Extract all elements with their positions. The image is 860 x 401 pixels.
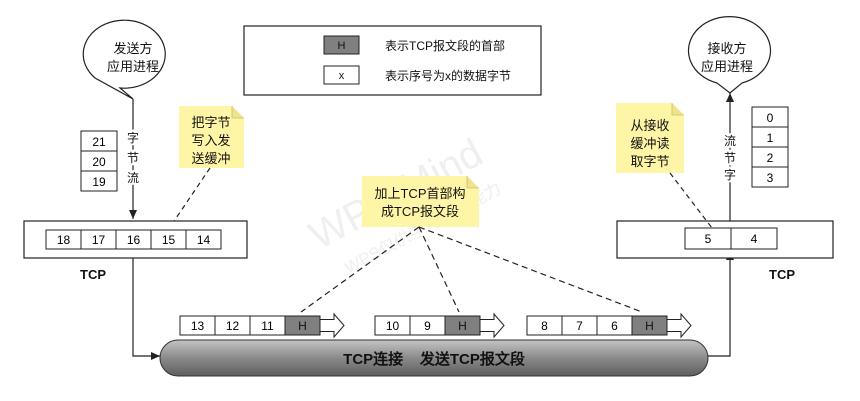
svg-text:成TCP报文段: 成TCP报文段 — [381, 204, 459, 219]
sender-send-buffer: 18 17 16 15 14 — [45, 229, 222, 250]
segment-byte: 10 — [386, 319, 400, 333]
sender-buffer-byte: 18 — [57, 233, 71, 247]
svg-text:从接收: 从接收 — [630, 118, 669, 133]
sender-process-line1: 发送方 — [113, 41, 152, 56]
receiver-stream-byte: 2 — [767, 151, 774, 165]
segment-byte: 6 — [611, 319, 618, 333]
svg-text:加上TCP首部构: 加上TCP首部构 — [374, 186, 465, 201]
svg-text:缓冲读: 缓冲读 — [630, 136, 669, 151]
legend-header-swatch-label: H — [338, 40, 346, 52]
segment-byte: 7 — [576, 319, 583, 333]
middle-note-pointers — [300, 226, 643, 313]
svg-text:送缓冲: 送缓冲 — [191, 151, 230, 166]
legend-byte-desc: 表示序号为x的数据字节 — [385, 68, 511, 83]
svg-text:字: 字 — [127, 130, 139, 145]
sender-to-connection-arrow — [132, 258, 160, 360]
sender-stream-bytes: 21 20 19 — [80, 130, 118, 192]
svg-text:H: H — [458, 319, 467, 333]
sender-stream-byte: 20 — [92, 155, 106, 169]
sender-tcp-label: TCP — [80, 267, 106, 282]
svg-text:流: 流 — [724, 134, 736, 148]
receiver-stream-byte: 1 — [767, 131, 774, 145]
legend-header-desc: 表示TCP报文段的首部 — [385, 38, 505, 53]
segment-direction-arrow — [319, 312, 345, 339]
receiver-stream-byte: 3 — [767, 171, 774, 185]
tcp-connection-pipe: TCP连接 发送TCP报文段 — [159, 339, 709, 377]
tcp-segment: 10 9 H — [374, 312, 505, 339]
svg-text:把字节: 把字节 — [191, 115, 230, 130]
segment-byte: 8 — [541, 319, 548, 333]
receiver-note: 从接收 缓冲读 取字节 — [616, 103, 684, 173]
receiver-buffer-byte: 5 — [705, 232, 712, 246]
svg-text:H: H — [298, 319, 307, 333]
tcp-connection-label: TCP连接 发送TCP报文段 — [343, 350, 525, 368]
receiver-process-line2: 应用进程 — [701, 59, 753, 74]
svg-text:取字节: 取字节 — [630, 154, 669, 169]
legend-header-swatch — [323, 35, 360, 55]
segment-byte: 12 — [226, 319, 240, 333]
svg-text:字: 字 — [724, 167, 736, 182]
receiver-process-bubble: 接收方 应用进程 — [687, 16, 772, 94]
receiver-process-line1: 接收方 — [707, 41, 746, 56]
legend: H 表示TCP报文段的首部 x 表示序号为x的数据字节 — [243, 25, 542, 96]
receiver-stream-byte: 0 — [767, 111, 774, 125]
segment-direction-arrow — [666, 312, 692, 339]
sender-note: 把字节 写入发 送缓冲 — [179, 106, 244, 168]
segment-byte: 9 — [424, 319, 431, 333]
svg-text:写入发: 写入发 — [191, 133, 230, 148]
connection-to-receiver-arrow — [708, 251, 734, 357]
sender-stream-byte: 19 — [92, 175, 106, 189]
svg-text:节: 节 — [724, 151, 736, 165]
sender-stream-label: 字 节 流 — [125, 128, 141, 187]
receiver-note-pointer — [669, 172, 713, 229]
sender-stream-byte: 21 — [92, 135, 106, 149]
svg-text:节: 节 — [127, 151, 139, 165]
receiver-receive-buffer: 5 4 — [684, 227, 778, 250]
middle-note: 加上TCP首部构 成TCP报文段 — [362, 176, 479, 227]
receiver-buffer-byte: 4 — [751, 232, 758, 246]
svg-text:H: H — [645, 319, 654, 333]
receiver-tcp-label: TCP — [769, 267, 795, 282]
sender-buffer-byte: 17 — [92, 233, 106, 247]
segment-direction-arrow — [479, 312, 505, 339]
sender-note-pointer — [167, 167, 211, 231]
receiver-stream-bytes: 0 1 2 3 — [751, 106, 789, 188]
sender-buffer-byte: 16 — [127, 233, 141, 247]
sender-process-line2: 应用进程 — [107, 59, 159, 74]
segment-byte: 11 — [261, 319, 274, 333]
segment-byte: 13 — [191, 319, 205, 333]
tcp-segment: 8 7 6 H — [526, 312, 692, 339]
tcp-segment: 13 12 11 H — [179, 312, 345, 339]
sender-buffer-byte: 15 — [162, 233, 176, 247]
sender-buffer-byte: 14 — [197, 233, 211, 247]
legend-byte-swatch-label: x — [339, 70, 345, 82]
legend-byte-swatch — [323, 65, 360, 85]
receiver-stream-label: 流 节 字 — [722, 132, 738, 184]
sender-process-bubble: 发送方 应用进程 — [82, 19, 166, 100]
svg-text:流: 流 — [127, 171, 139, 185]
